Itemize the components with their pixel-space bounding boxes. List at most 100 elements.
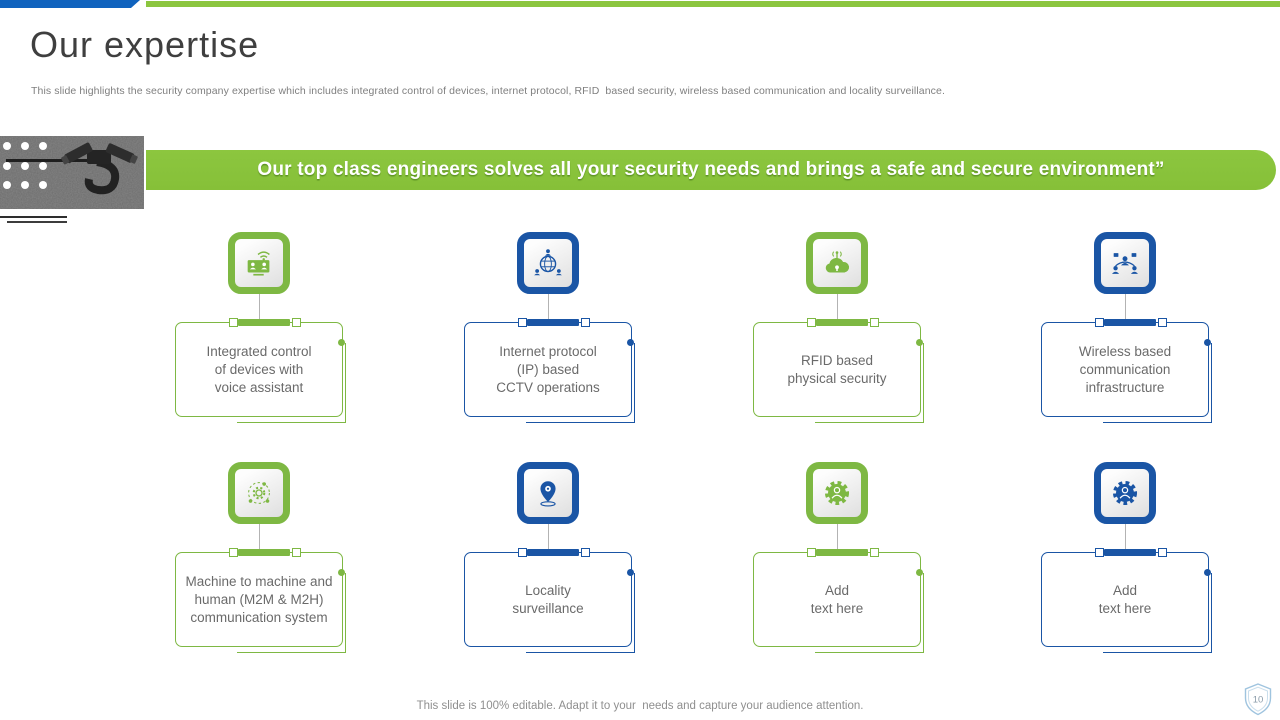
accent-line-horizontal [526, 652, 635, 653]
connector-square-right [870, 318, 879, 327]
accent-dot [627, 569, 634, 576]
accent-dot [1204, 339, 1211, 346]
connector-square-left [229, 548, 238, 557]
icon-tile [228, 232, 290, 294]
expertise-card: Locality surveillance [464, 462, 635, 694]
card-label: Add text here [1098, 582, 1152, 616]
accent-line-horizontal [1103, 652, 1212, 653]
card-label: Wireless based communication infrastruct… [1078, 343, 1172, 395]
icon-tile [1094, 462, 1156, 524]
connector-stem [259, 294, 260, 322]
page-number: 10 [1253, 695, 1264, 706]
card-text-box: Internet protocol (IP) based CCTV operat… [464, 322, 632, 417]
connector-square-left [807, 548, 816, 557]
connector-bar [238, 319, 290, 326]
connector-square-right [292, 318, 301, 327]
page-number-badge: 10 [1243, 683, 1273, 716]
accent-line-vertical [923, 343, 924, 422]
card-text-box: Locality surveillance [464, 552, 632, 647]
accent-line-vertical [1211, 343, 1212, 422]
footer-note: This slide is 100% editable. Adapt it to… [416, 700, 864, 712]
voice-assistant-icon [242, 246, 276, 280]
connector-square-left [518, 318, 527, 327]
page-title: Our expertise [30, 24, 260, 65]
icon-tile [1094, 232, 1156, 294]
connector-square-left [229, 318, 238, 327]
accent-line-horizontal [237, 652, 346, 653]
machine-gear-orbit-icon [242, 476, 276, 510]
accent-line-horizontal [526, 422, 635, 423]
accent-line-vertical [345, 573, 346, 652]
connector-bar [238, 549, 290, 556]
card-text-box: Add text here [753, 552, 921, 647]
card-label: Add text here [810, 582, 864, 616]
quote-text: Our top class engineers solves all your … [257, 159, 1165, 180]
dots-pattern [3, 142, 47, 189]
connector-square-right [292, 548, 301, 557]
connector-square-left [518, 548, 527, 557]
expertise-card: Add text here [753, 462, 924, 694]
top-accent-bar-green [146, 1, 1280, 7]
quote-banner: Our top class engineers solves all your … [146, 150, 1276, 190]
top-accent-bar-blue [0, 0, 140, 8]
accent-line-horizontal [1103, 422, 1212, 423]
accent-line-vertical [634, 343, 635, 422]
photo-underline-1 [0, 216, 67, 218]
icon-tile [806, 232, 868, 294]
connector-square-right [1158, 318, 1167, 327]
connector-bar [527, 549, 579, 556]
ip-network-globe-icon [531, 246, 565, 280]
expertise-card: Machine to machine and human (M2M & M2H)… [175, 462, 346, 694]
icon-tile [517, 232, 579, 294]
connector-stem [837, 524, 838, 552]
accent-dot [627, 339, 634, 346]
connector-square-left [807, 318, 816, 327]
rfid-cloud-lock-icon [820, 246, 854, 280]
connector-stem [548, 294, 549, 322]
card-label: Locality surveillance [512, 582, 584, 616]
gear-person-icon [1108, 476, 1142, 510]
card-label: Integrated control of devices with voice… [206, 343, 312, 395]
card-label: Internet protocol (IP) based CCTV operat… [496, 343, 600, 395]
icon-tile [517, 462, 579, 524]
connector-bar [1104, 549, 1156, 556]
expertise-card: Internet protocol (IP) based CCTV operat… [464, 232, 635, 464]
location-pin-icon [531, 476, 565, 510]
slide-subtitle: This slide highlights the security compa… [31, 85, 945, 97]
card-text-box: Machine to machine and human (M2M & M2H)… [175, 552, 343, 647]
gear-person-icon [820, 476, 854, 510]
accent-dot [338, 339, 345, 346]
expertise-card: Add text here [1041, 462, 1212, 694]
accent-dot [916, 569, 923, 576]
connector-square-right [1158, 548, 1167, 557]
accent-line-horizontal [237, 422, 346, 423]
expertise-card: Integrated control of devices with voice… [175, 232, 346, 464]
wireless-people-network-icon [1108, 246, 1142, 280]
connector-stem [259, 524, 260, 552]
card-text-box: Add text here [1041, 552, 1209, 647]
connector-square-right [581, 548, 590, 557]
connector-stem [1125, 524, 1126, 552]
connector-square-right [581, 318, 590, 327]
accent-dot [916, 339, 923, 346]
connector-bar [527, 319, 579, 326]
card-text-box: Wireless based communication infrastruct… [1041, 322, 1209, 417]
card-text-box: RFID based physical security [753, 322, 921, 417]
card-label: Machine to machine and human (M2M & M2H)… [185, 573, 333, 625]
accent-line-vertical [923, 573, 924, 652]
connector-stem [837, 294, 838, 322]
connector-bar [1104, 319, 1156, 326]
icon-tile [228, 462, 290, 524]
accent-line-horizontal [815, 422, 924, 423]
icon-tile [806, 462, 868, 524]
accent-dot [1204, 569, 1211, 576]
photo-underline-2 [7, 221, 67, 223]
card-label: RFID based physical security [787, 352, 887, 386]
cctv-photo [0, 136, 144, 209]
accent-line-vertical [1211, 573, 1212, 652]
connector-stem [548, 524, 549, 552]
connector-square-right [870, 548, 879, 557]
connector-bar [816, 549, 868, 556]
card-text-box: Integrated control of devices with voice… [175, 322, 343, 417]
